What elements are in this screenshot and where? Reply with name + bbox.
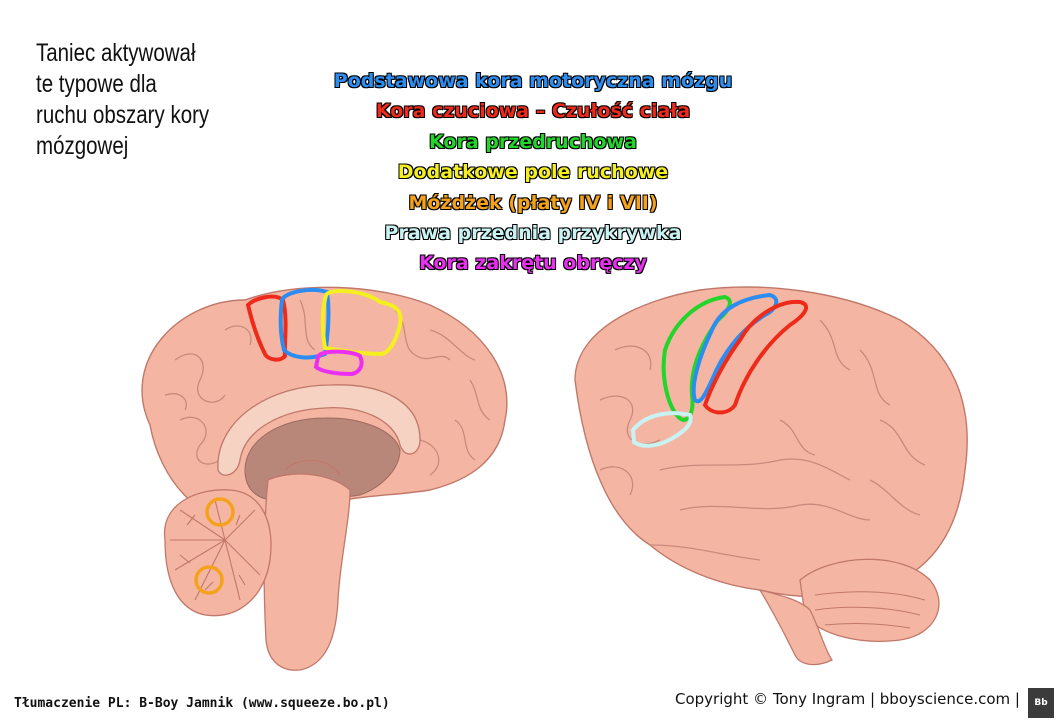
lateral-cerebellum	[799, 558, 940, 642]
copyright-text: Copyright © Tony Ingram | bboyscience.co…	[675, 690, 1020, 708]
lateral-brainstem	[758, 588, 833, 666]
cerebellum-folia	[814, 591, 926, 629]
lateral-brain	[574, 286, 968, 666]
intro-line: Taniec aktywował	[36, 39, 196, 67]
intro-line: te typowe dla	[36, 70, 157, 98]
somatosensory-region-lateral	[702, 299, 809, 415]
bboyscience-logo: Bb	[1028, 688, 1054, 718]
legend-somatosensory: Kora czuciowa – Czułość ciała	[375, 100, 691, 123]
intro-text: Taniec aktywował te typowe dla ruchu obs…	[36, 38, 241, 162]
legend-supplementary-motor: Dodatkowe pole ruchowe	[397, 161, 669, 184]
cingulate-region	[313, 349, 364, 377]
corpus-callosum	[217, 384, 421, 476]
sagittal-gyri-lines	[164, 299, 491, 476]
brainstem	[263, 473, 351, 671]
legend-cerebellum: Móżdżek (płaty IV i VII)	[408, 191, 658, 214]
cerebellum-lobule-vii	[194, 565, 224, 595]
region-legend: Podstawowa kora motoryczna mózgu Kora cz…	[300, 66, 766, 279]
cerebellum-lobule-iv	[205, 497, 235, 527]
supplementary-motor-region	[320, 288, 403, 357]
anterior-operculum-region	[630, 411, 693, 448]
thalamus	[284, 459, 341, 476]
sagittal-brain	[141, 286, 508, 671]
intro-line: mózgowej	[36, 132, 129, 160]
premotor-region	[661, 294, 732, 423]
somatosensory-region-medial	[245, 294, 288, 362]
sagittal-cerebellum	[163, 489, 272, 617]
legend-cingulate-cortex: Kora zakrętu obręczy	[419, 252, 648, 275]
primary-motor-region-lateral	[691, 292, 779, 404]
legend-primary-motor: Podstawowa kora motoryczna mózgu	[333, 69, 733, 92]
legend-right-anterior-operculum: Prawa przednia przykrywka	[384, 222, 682, 245]
lateral-gyri-lines	[599, 319, 926, 561]
translation-credit: Tłumaczenie PL: B-Boy Jamnik (www.squeez…	[14, 696, 390, 711]
legend-premotor: Kora przedruchowa	[429, 130, 638, 153]
intro-line: ruchu obszary kory	[36, 101, 210, 129]
